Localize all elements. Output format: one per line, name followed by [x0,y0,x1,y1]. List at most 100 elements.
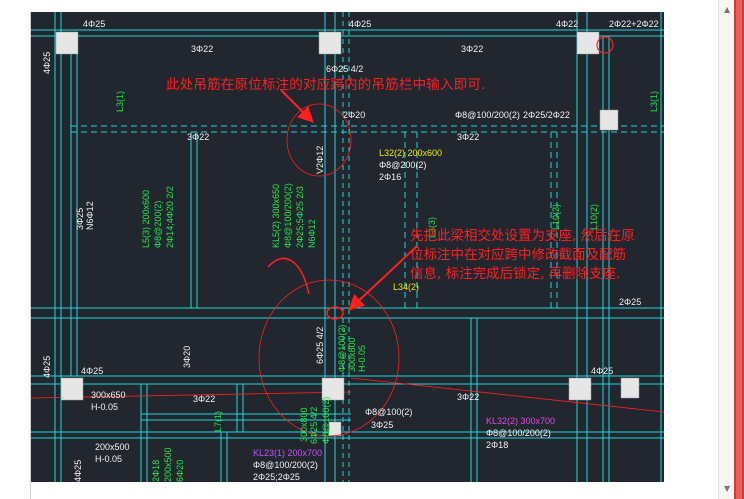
label: 4Φ25 [42,356,52,378]
label: 2Φ25;2Φ25 [253,472,300,482]
label: Φ8@100(2) [321,397,331,444]
label: 3Φ22 [187,132,209,142]
label: 3Φ22 [457,392,479,402]
label: 2Φ14;4Φ20 2/2 [165,186,175,248]
label: 2Φ16 [379,172,401,182]
beam-grid-horizontal [31,29,664,439]
label: 3Φ20 [182,346,192,368]
label: L5(3) 200x600 [141,190,151,248]
label: 6Φ20 [175,460,185,482]
labels-yellow: L32(2) 200x600 L34(2) [379,148,442,292]
label: 3Φ22 [191,44,213,54]
labels-white: 4Φ25 4Φ25 4Φ22 2Φ22+2Φ22 3Φ22 3Φ22 6Φ25 … [42,19,659,482]
label: 4Φ25 [83,19,105,29]
label: 2Φ18 [486,440,508,450]
label: 4Φ22 [556,19,578,29]
label: Φ8@100(2) [337,325,347,372]
label: 4Φ25 [42,52,52,74]
label: KL23(1) 200x700 [253,448,322,458]
label: N6Φ12 [85,201,95,230]
label: 300x650 [91,390,126,400]
marker-ellipse-intersection [326,306,344,320]
label: L3(1) [649,91,659,112]
label: V2Φ12 [315,146,325,174]
label: L3(3) [427,217,437,238]
label: KL5(2) 300x650 [271,184,281,248]
arrow-top-note [280,89,314,123]
labels-green: L3(1) L3(1) L5(3) 200x600 Φ8@200(2) 2Φ14… [115,91,659,482]
label: 4Φ25 [591,366,613,376]
label: L7(1) [213,411,223,432]
label: Φ8@100(2) [365,407,412,417]
window-top-bar [0,0,744,12]
label: 4Φ25 [349,19,371,29]
label: Φ8@100/200(2) [486,428,551,438]
label: 3Φ25 [75,208,85,230]
label: 3Φ22 [193,394,215,404]
scroll-down-arrow-icon[interactable]: ▼ [724,484,731,493]
labels-magenta: KL32(2) 300x700 KL23(1) 200x700 [253,416,555,458]
callout-ellipse-mid [258,279,400,437]
label: Φ8@100/200(2) [455,110,520,120]
label: 4Φ25 [73,460,83,482]
label: 6Φ25 4/2 [309,407,319,444]
label: 2Φ22+2Φ22 [609,19,659,29]
red-accent-bar [734,0,744,499]
label: 2Φ25 [619,297,641,307]
annotation-line: 先把此梁相交处设置为支座, 然后在原 [410,228,635,244]
label: L3(1) [115,91,125,112]
label: 200x500 [163,447,173,482]
annotation-note-bottom: 先把此梁相交处设置为支座, 然后在原 位标注中在对应跨中修改截面及配筋 信息, … [410,227,744,284]
annotation-note-top: 此处吊筋在原位标注的对应跨内的吊筋栏中输入即可. [166,77,486,93]
label: H-0.05 [357,345,367,372]
annotation-line: 位标注中在对应跨中修改截面及配筋 [410,247,626,263]
vertical-scrollbar[interactable] [718,0,735,499]
scroll-up-arrow-icon[interactable]: ▲ [724,5,731,14]
label: H-0.05 [91,402,118,412]
label: 6Φ25 4/2 [326,64,363,74]
label: 3Φ22 [457,132,479,142]
column-lower-right[interactable] [568,377,592,401]
label: L10(2) [551,204,561,230]
callout-ellipse-top [286,103,352,177]
label: Φ8@100/200(2) [253,460,318,470]
label: 2Φ20 [343,110,365,120]
red-hand-curve [267,257,310,295]
cad-drawing-svg[interactable]: 4Φ25 4Φ25 4Φ22 2Φ22+2Φ22 3Φ22 3Φ22 6Φ25 … [31,12,664,482]
label: 300x800 [299,407,309,442]
label: L10(2) [589,204,599,230]
column-top-right[interactable] [576,31,600,55]
label: L34(2) [393,282,419,292]
label: 300x800 [347,337,357,372]
cad-drawing-canvas[interactable]: 4Φ25 4Φ25 4Φ22 2Φ22+2Φ22 3Φ22 3Φ22 6Φ25 … [31,12,664,482]
label: Φ8@200(2) [153,201,163,248]
label: 200x500 [95,442,130,452]
right-side-panel [664,0,744,499]
label: KL32(2) 300x700 [486,416,555,426]
label: 3Φ22 [461,44,483,54]
label: Φ8@100/200(2) [283,183,293,248]
label: 4Φ25 [81,366,103,376]
column-lower-far-right[interactable] [620,377,640,399]
marker-circle-top-right [596,36,614,54]
red-markers [258,36,614,437]
annotation-line: 信息, 标注完成后锁定, 再删除支座. [410,266,621,282]
bottom-frame-strip [31,482,664,499]
column-right-upper[interactable] [599,109,619,131]
label: 2Φ18 [151,460,161,482]
column-lower-left[interactable] [60,377,84,401]
column-top-left[interactable] [55,31,79,55]
left-frame-strip [0,12,31,499]
label: 2Φ25;5Φ25 2/3 [295,186,305,248]
column-top-mid[interactable] [318,31,342,55]
column-lower-mid[interactable] [321,377,345,401]
label: 3Φ25 [371,420,393,430]
label: L32(2) 200x600 [379,148,442,158]
label: 6Φ25 4/2 [315,327,325,364]
label: H-0.05 [95,454,122,464]
label: N6Φ12 [307,219,317,248]
label: Φ8@200(2) [379,160,426,170]
red-dimension-lines [31,377,664,413]
label: 2Φ25/2Φ22 [523,110,570,120]
columns [55,31,640,437]
